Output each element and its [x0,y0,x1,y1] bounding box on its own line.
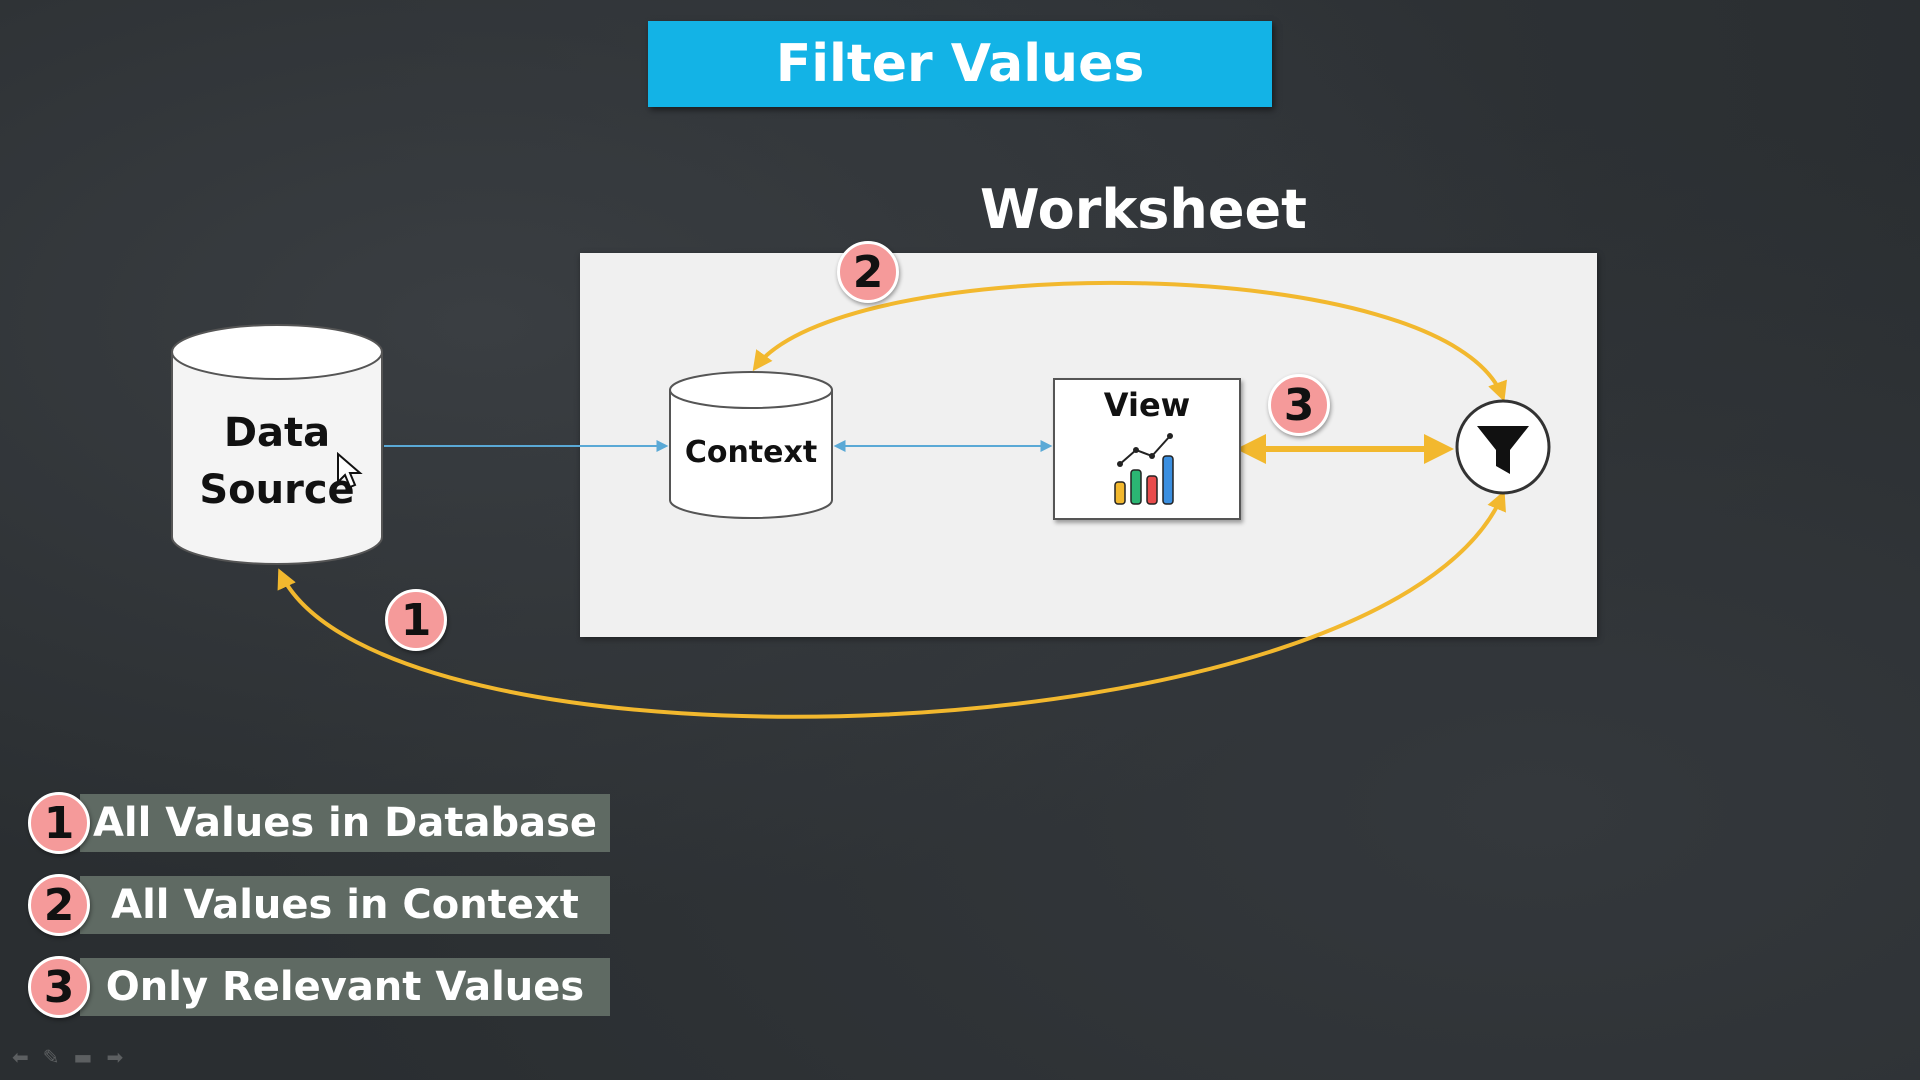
chart-icon [1114,433,1174,505]
context-label: Context [684,435,818,470]
arc-context-filter [752,280,1507,402]
view-box: View [1053,378,1241,520]
cursor-icon [337,452,363,489]
legend-badge-2: 2 [28,874,90,936]
title-text: Filter Values [775,34,1145,94]
badge-1: 1 [385,589,447,651]
legend-item-2: All Values in Context 2 [28,874,614,936]
legend-text-1: All Values in Database [80,794,610,852]
data-source-line2: Source [199,467,355,513]
badge-2: 2 [837,241,899,303]
legend-item-1: All Values in Database 1 [28,792,614,854]
legend-badge-3: 3 [28,956,90,1018]
worksheet-label: Worksheet [980,178,1307,241]
pen-icon[interactable]: ✎ [42,1045,60,1069]
view-label: View [1103,386,1191,424]
title-bar: Filter Values [648,21,1272,107]
arc-datasource-filter [277,490,1506,719]
slides-icon[interactable]: ▬ [73,1045,93,1069]
back-arrow-icon[interactable]: ⬅ [12,1045,29,1069]
data-source-line1: Data [223,410,331,456]
badge-3: 3 [1268,374,1330,436]
funnel-icon [1455,399,1551,495]
forward-arrow-icon[interactable]: ➡ [106,1045,124,1069]
legend-badge-1: 1 [28,792,90,854]
legend-text-2: All Values in Context [80,876,610,934]
data-source-label: Data Source [172,405,382,519]
presentation-toolbar: ⬅ ✎ ▬ ➡ [12,1045,123,1069]
legend-text-3: Only Relevant Values [80,958,610,1016]
legend-item-3: Only Relevant Values 3 [28,956,614,1018]
